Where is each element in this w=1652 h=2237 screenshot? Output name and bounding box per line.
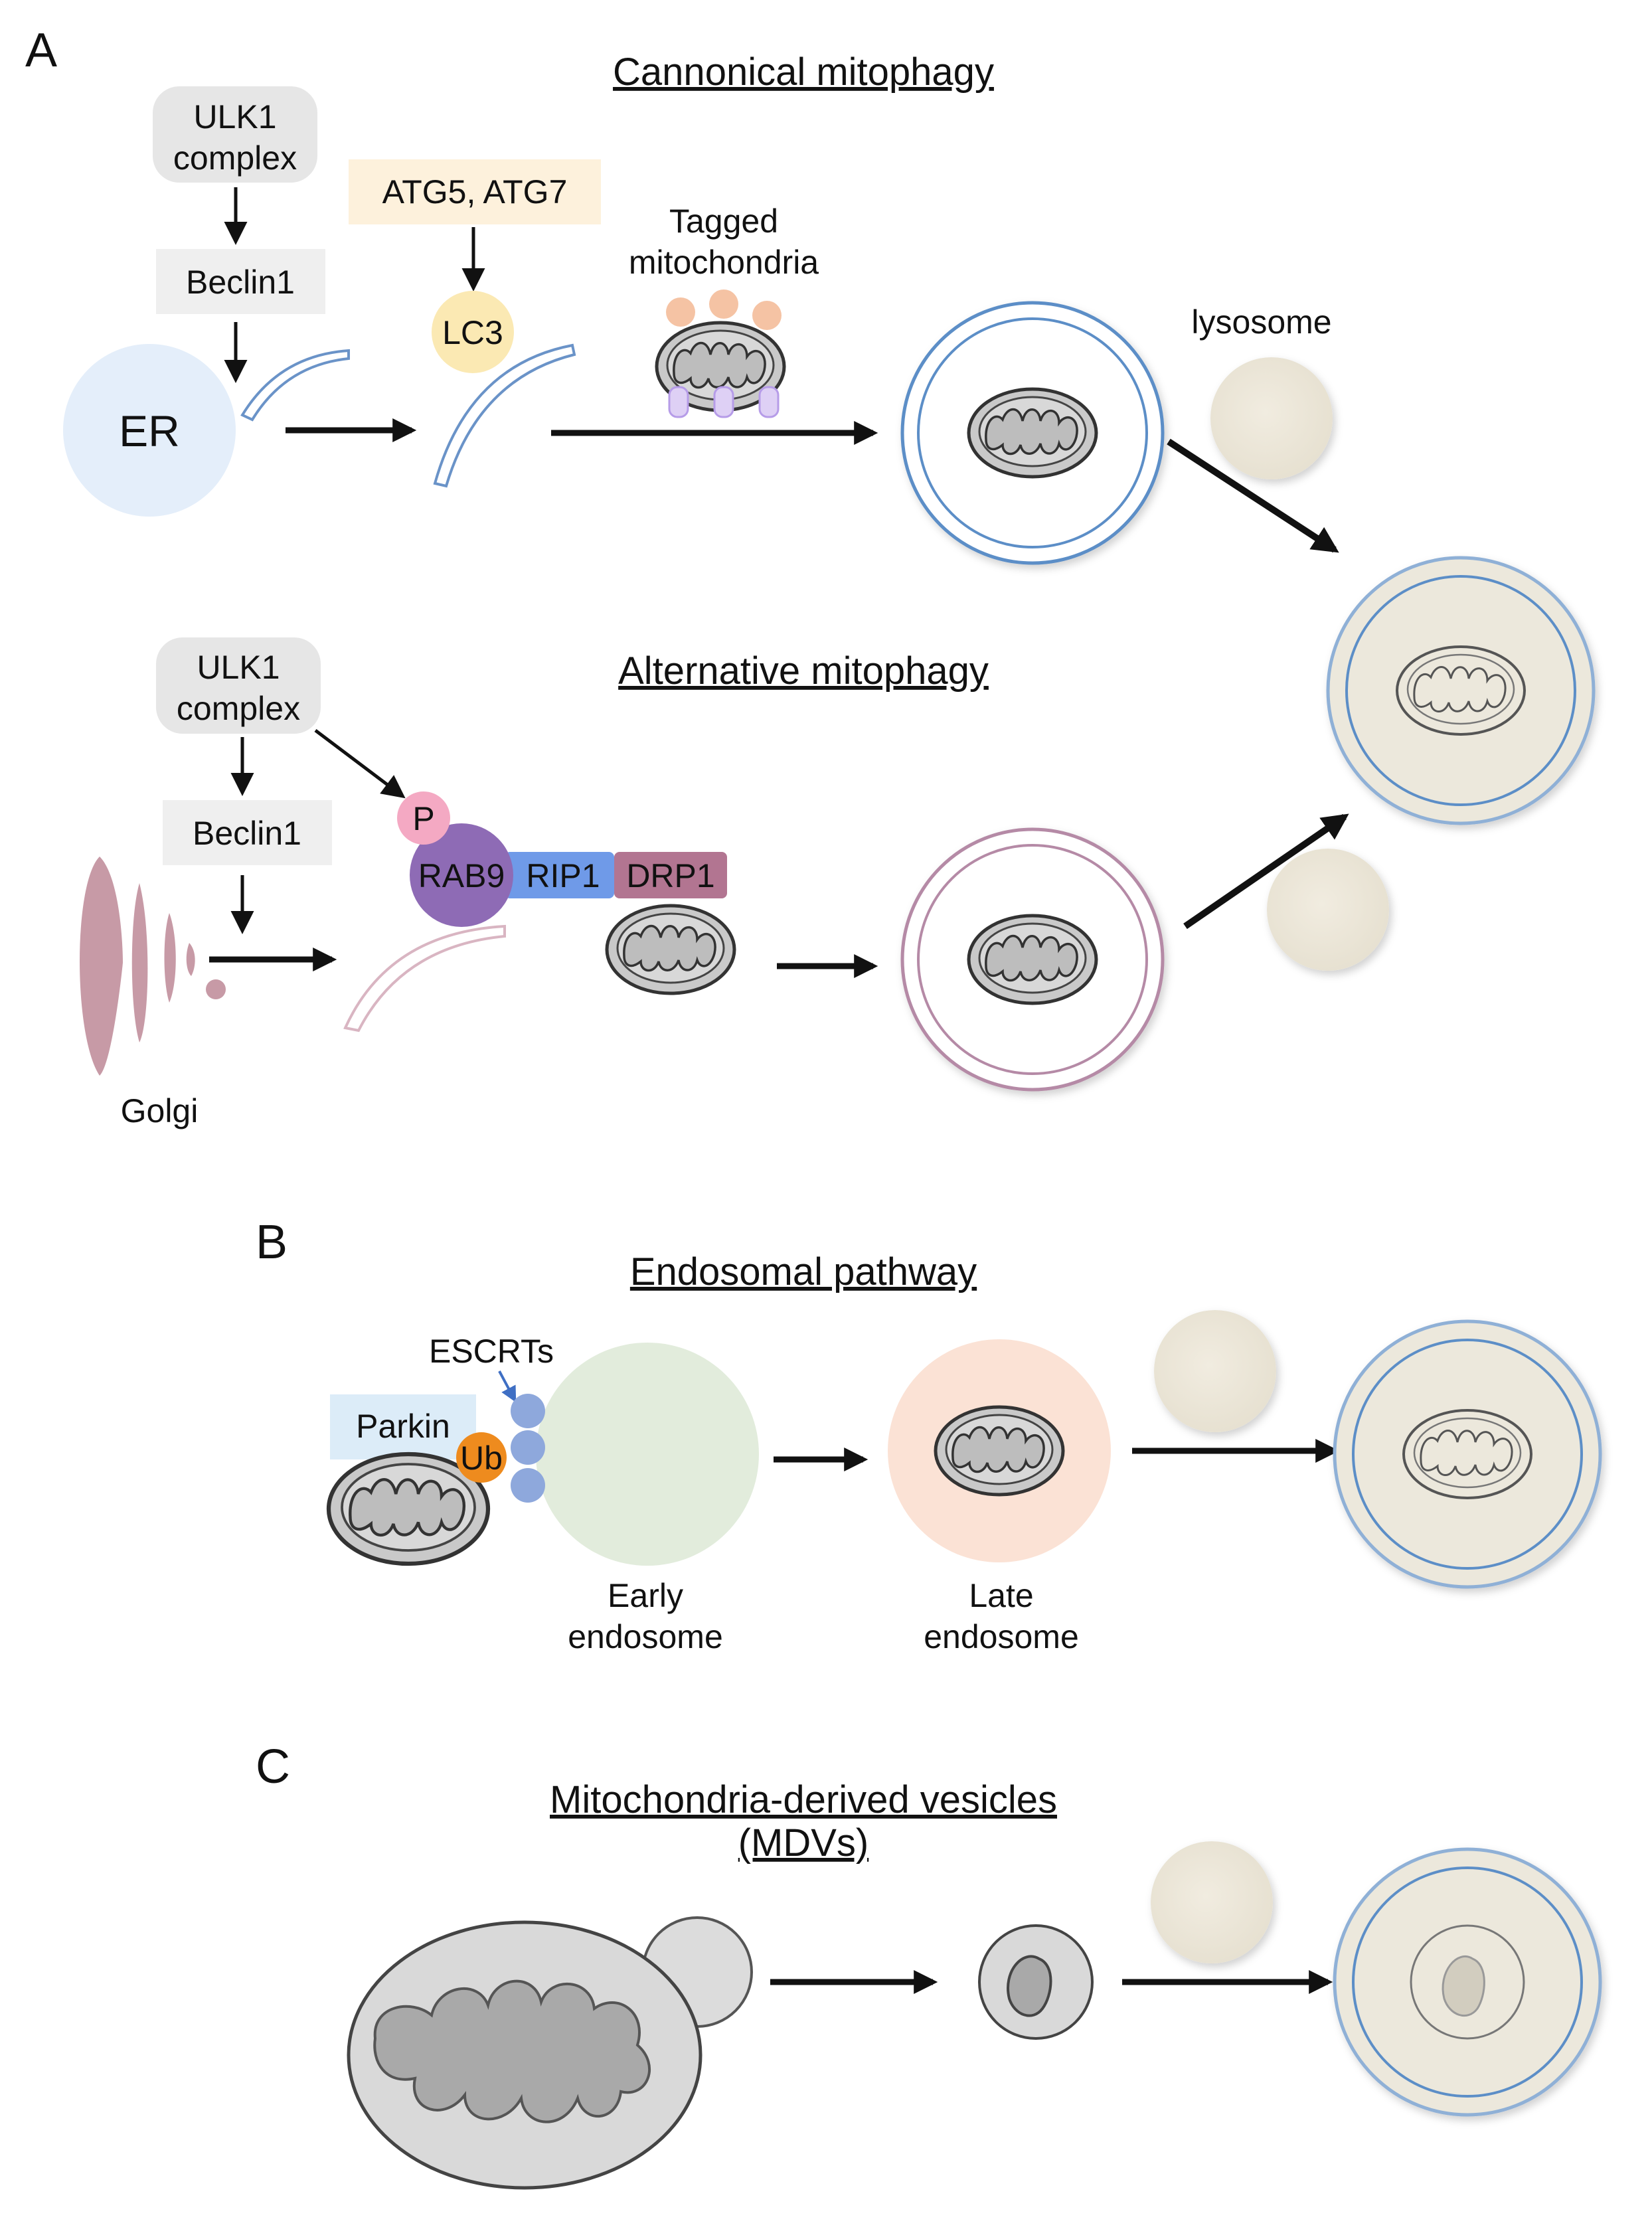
autophagosome-alternative — [900, 827, 1165, 1092]
mdv-title-line2: (MDVs) — [738, 1821, 869, 1864]
mdv-title: Mitochondria-derived vesicles — [550, 1778, 1057, 1821]
tagged-mitochondrion — [657, 290, 784, 418]
arrow-alternative-to-autolysosome — [1183, 813, 1349, 930]
er-label: ER — [119, 406, 180, 456]
autolysosome-c — [1333, 1847, 1602, 2117]
lc3-protein: LC3 — [432, 291, 514, 373]
phagophore-alternative — [343, 924, 506, 1033]
atg5-atg7-label: ATG5, ATG7 — [382, 173, 568, 210]
arrow-ulk1-to-rab9 — [314, 729, 406, 799]
phagophore-lc3 — [433, 343, 576, 488]
rab9-complex: RAB9 RIP1 DRP1 P — [397, 791, 727, 927]
escrt-complex — [511, 1394, 545, 1503]
autolysosome-b — [1333, 1319, 1602, 1589]
mdv-vesicle — [978, 1924, 1094, 2040]
mitochondrion-alternative — [607, 906, 734, 993]
golgi-apparatus — [80, 857, 226, 1076]
tagged-mitochondria-label: Tagged — [669, 203, 778, 240]
alternative-beclin1-box: Beclin1 — [163, 800, 332, 865]
late-endosome-sublabel: endosome — [924, 1618, 1079, 1655]
canonical-ulk1-complex: ULK1 complex — [153, 86, 317, 183]
lysosome-endosomal — [1154, 1310, 1276, 1432]
parkin-label: Parkin — [356, 1408, 450, 1445]
drp1-label: DRP1 — [626, 857, 714, 894]
late-endosome — [888, 1339, 1111, 1562]
alternative-ulk1-label: ULK1 — [197, 649, 280, 686]
late-endosome-label: Late — [969, 1577, 1033, 1614]
atg5-atg7-box: ATG5, ATG7 — [349, 159, 601, 224]
alternative-beclin1-label: Beclin1 — [193, 815, 301, 852]
phagophore-small — [240, 349, 350, 422]
er-organelle: ER — [63, 344, 236, 517]
canonical-ulk1-label: ULK1 — [193, 98, 276, 135]
lysosome-mdv — [1151, 1841, 1273, 1963]
phospho-label: P — [412, 800, 434, 837]
canonical-beclin1-box: Beclin1 — [156, 249, 325, 314]
alternative-ulk1-complex: ULK1 complex — [156, 637, 321, 734]
lc3-label: LC3 — [442, 314, 503, 351]
panel-label-c: C — [256, 1740, 290, 1793]
early-endosome — [536, 1343, 759, 1566]
lysosome-alternative — [1267, 849, 1389, 971]
canonical-mitophagy-title: Cannonical mitophagy — [613, 50, 994, 94]
ubiquitin: Ub — [456, 1432, 507, 1483]
canonical-beclin1-label: Beclin1 — [186, 264, 295, 301]
early-endosome-sublabel: endosome — [568, 1618, 723, 1655]
panel-label-b: B — [256, 1216, 288, 1269]
canonical-ulk1-sublabel: complex — [173, 139, 297, 177]
endosomal-pathway-title: Endosomal pathway — [630, 1250, 977, 1293]
escrts-label: ESCRTs — [429, 1333, 554, 1370]
lysosome-canonical — [1210, 357, 1333, 479]
early-endosome-label: Early — [608, 1577, 683, 1614]
lysosome-label: lysosome — [1191, 303, 1331, 341]
alternative-ulk1-sublabel: complex — [177, 690, 300, 727]
rip1-label: RIP1 — [526, 857, 600, 894]
autolysosome-a — [1326, 556, 1596, 825]
tagged-mitochondria-sublabel: mitochondria — [629, 244, 819, 281]
parkin-box: Parkin — [330, 1394, 476, 1459]
golgi-label: Golgi — [121, 1092, 199, 1129]
autophagosome-canonical — [900, 301, 1165, 565]
arrow-canonical-to-autolysosome — [1167, 438, 1339, 553]
arrow-escrts — [498, 1370, 517, 1403]
mitochondrion-mdv-source — [347, 1916, 753, 2190]
rab9-label: RAB9 — [418, 857, 505, 894]
panel-label-a: A — [25, 24, 57, 77]
ub-label: Ub — [460, 1440, 503, 1477]
alternative-mitophagy-title: Alternative mitophagy — [618, 649, 989, 693]
